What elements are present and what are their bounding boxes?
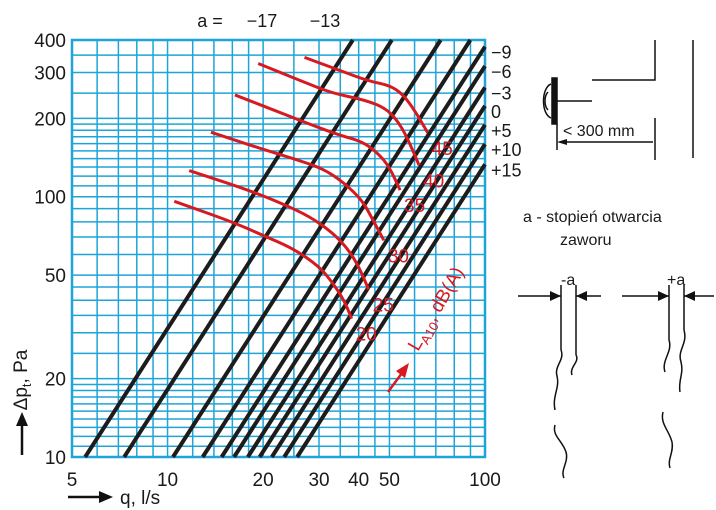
y-tick-20: 20 [45,370,66,391]
noise-label-35: 35 [404,196,425,217]
legend-line-2: zaworu [560,232,612,249]
dimension-label: < 300 mm [563,123,635,140]
valve-drawing [542,40,694,160]
a-label-+10: +10 [491,140,522,160]
noise-arrow [386,363,409,393]
opening-lines [83,38,487,459]
plus-a-label: +a [667,272,685,289]
noise-label-20: 20 [356,325,377,346]
noise-label-45: 45 [432,139,453,160]
y-axis-title: Δpt, Pa [11,349,34,410]
legend-line-1: a - stopień otwarcia [523,209,662,226]
y-axis-arrow [16,412,28,455]
a-label-−13: −13 [310,11,341,31]
x-tick-10: 10 [157,470,178,491]
noise-label-40: 40 [423,171,444,192]
x-axis-arrow [68,491,113,503]
opening-labels: a = −17 −13 −9−6−30+5+10+15 [197,11,521,180]
opening-line-7 [257,104,487,459]
x-tick-50: 50 [379,470,400,491]
minus-a-arrow-right [576,291,587,301]
noise-label-30: 30 [388,246,409,267]
plot-frame [70,38,487,459]
a-label-0: 0 [491,102,501,122]
y-tick-400: 400 [34,31,66,52]
a-label-−9: −9 [491,43,512,63]
opening-line-8 [270,123,487,459]
opening-line-4 [219,45,487,459]
svg-text:Δpt, Pa: Δpt, Pa [11,349,34,410]
x-tick-5: 5 [67,470,78,491]
y-axis-label: Δp [11,387,32,410]
opening-line-9 [282,143,487,459]
y-axis-label-unit: , Pa [11,349,32,383]
x-tick-40: 40 [348,470,369,491]
x-tick-30: 30 [308,470,329,491]
opening-line-5 [232,64,487,459]
noise-curve-25 [188,169,371,291]
plus-a-arrow-right [684,291,695,301]
noise-labels: 20 25 30 35 40 45 [356,139,453,346]
y-axis-label-sub: t [19,383,34,387]
opening-line-10 [295,163,487,459]
x-tick-20: 20 [253,470,274,491]
opening-line-3 [200,38,473,459]
minus-a-label: -a [561,272,575,289]
a-prefix: a = [197,11,223,31]
a-label-−3: −3 [491,83,512,103]
noise-curve-40 [257,62,421,166]
a-label-+15: +15 [491,160,522,180]
y-tick-200: 200 [34,109,66,130]
a-label-+5: +5 [491,121,512,141]
opening-line-6 [246,86,487,459]
opening-line-2 [171,38,443,459]
noise-curves [173,55,430,320]
noise-curve-30 [210,130,386,242]
noise-curve-35 [234,93,402,191]
noise-curve-45 [303,55,430,134]
noise-label-25: 25 [373,296,394,317]
x-axis-label: q, l/s [120,488,160,509]
noise-curve-20 [173,199,353,320]
opening-line-0 [83,38,355,459]
dimension-arrowhead [557,139,567,145]
y-tick-10: 10 [45,448,66,469]
y-tick-300: 300 [34,64,66,85]
a-label-−17: −17 [247,11,278,31]
plus-a-arrow-left [658,291,669,301]
x-tick-100: 100 [469,470,501,491]
opening-line-1 [122,38,394,459]
a-label-−6: −6 [491,62,512,82]
y-tick-100: 100 [34,188,66,209]
minus-a-arrow-left [550,291,561,301]
y-tick-50: 50 [45,266,66,287]
